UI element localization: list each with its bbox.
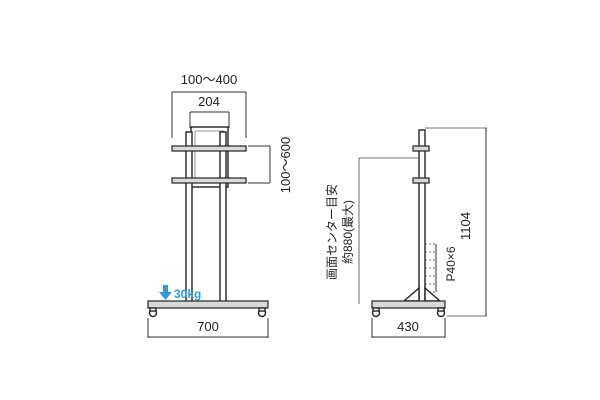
pitch-holes — [425, 243, 437, 293]
base-plate — [147, 300, 269, 309]
base-width-label: 700 — [197, 319, 219, 334]
side-upper-arm — [412, 145, 430, 152]
side-column — [418, 129, 426, 303]
mount-range-dimension: 100～400 — [171, 72, 247, 138]
total-height-label: 1104 — [458, 212, 473, 240]
side-lower-arm — [412, 177, 430, 184]
side-view: 画面センター目安 約880(最大) P40×6 — [324, 127, 487, 338]
front-view: 100～400 204 100～600 — [147, 72, 293, 338]
pitch-label: P40×6 — [444, 246, 458, 281]
mount-width-dimension: 204 — [189, 94, 230, 128]
side-base-plate — [371, 300, 446, 309]
screen-center-leader — [358, 157, 418, 304]
base-depth-dimension: 430 — [371, 318, 446, 338]
left-column — [185, 131, 193, 304]
screen-center-value: 約880(最大) — [340, 200, 355, 264]
load-indicator: 30kg — [159, 285, 201, 301]
side-brace-right — [424, 286, 442, 302]
mount-width-label: 204 — [198, 94, 220, 109]
shelf-range-dimension: 100～600 — [248, 137, 293, 193]
mount-range-label: 100～400 — [181, 72, 237, 87]
total-height-dimension: 1104 — [425, 127, 487, 317]
down-arrow-icon — [159, 285, 172, 300]
load-value: 30kg — [174, 287, 201, 301]
side-brace-left — [402, 286, 420, 302]
lower-arm — [171, 177, 247, 184]
base-depth-label: 430 — [397, 319, 419, 334]
upper-arm — [171, 145, 247, 152]
right-column — [219, 131, 227, 304]
screen-center-title: 画面センター目安 — [324, 184, 339, 280]
base-width-dimension: 700 — [147, 318, 269, 338]
shelf-range-label: 100～600 — [278, 137, 293, 193]
